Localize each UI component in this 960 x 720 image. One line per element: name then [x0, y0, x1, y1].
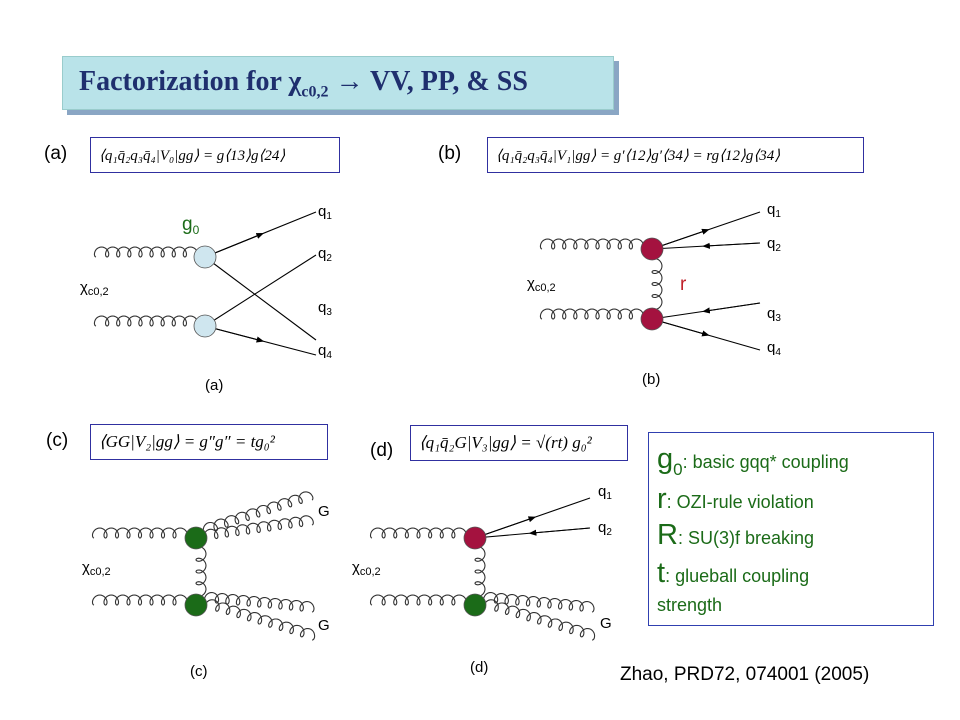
gluon-c-in-top: [91, 527, 189, 539]
r-label: r: [680, 274, 687, 295]
panel-label-c: (c): [46, 430, 69, 451]
g0-label: g0: [182, 214, 200, 237]
q1-label-a: q1: [318, 203, 332, 222]
gluon-b-top: [539, 238, 645, 250]
gluon-d-out-2: [483, 599, 596, 641]
quark-a-q1: [204, 211, 317, 258]
caption-b: (b): [642, 371, 660, 388]
equation-d: ⟨q₁q̄₂G|V₃|gg⟩ = √(rt) g₀²: [410, 425, 628, 461]
legend-item-g0: g0: basic gqq* coupling: [657, 443, 849, 479]
gluon-d-in-top: [369, 527, 468, 539]
vertex-t-bottom: [184, 593, 208, 617]
q2-label-a: q2: [318, 245, 332, 264]
q2-label-b: q2: [767, 235, 781, 254]
vertex-g0-top: [193, 245, 217, 269]
gluon-c-out-bottom-1: [204, 591, 315, 613]
G-label-d: G: [600, 615, 612, 632]
quark-d-q2: [474, 527, 591, 539]
legend-item-strength: strength: [657, 595, 723, 615]
G-label-c2: G: [318, 617, 330, 634]
q2-label-d: q2: [598, 519, 612, 538]
equation-b: ⟨q₁q̄₂q₃q̄₄|V₁|gg⟩ = g′⟨12⟩g′⟨34⟩ = rg⟨1…: [487, 137, 864, 173]
q1-label-d: q1: [598, 483, 612, 502]
vertex-t-top: [184, 526, 208, 550]
quark-b-q3: [651, 302, 761, 320]
caption-c: (c): [190, 663, 208, 680]
panel-label-a: (a): [44, 143, 68, 164]
caption-a: (a): [205, 377, 223, 394]
quark-b-q2: [651, 242, 761, 250]
gluon-b-vertical: [651, 257, 663, 311]
legend-box: g0: basic gqq* coupling r: OZI-rule viol…: [648, 432, 934, 626]
quark-a-q2-cross: [204, 254, 317, 327]
gluon-c-out-top-1: [202, 491, 314, 535]
gluon-a-top: [93, 246, 199, 258]
q1-label-b: q1: [767, 201, 781, 220]
gluon-d-in-bottom: [369, 594, 468, 606]
gluon-d-vertical: [474, 545, 486, 598]
vertex-r-d: [463, 526, 487, 550]
panel-label-d: (d): [370, 440, 394, 461]
quark-b-q1: [651, 211, 761, 250]
legend-item-r: r: OZI-rule violation: [657, 483, 814, 515]
quark-d-q1: [474, 497, 591, 539]
gluon-c-out-bottom-2: [204, 599, 316, 641]
legend-item-t: t: glueball coupling: [657, 557, 810, 589]
vertex-t-d: [463, 593, 487, 617]
citation: Zhao, PRD72, 074001 (2005): [620, 664, 870, 685]
chi-label-c: χc0,2: [82, 559, 111, 578]
gluon-c-vertical: [195, 545, 207, 598]
slide-title: Factorization for χc0,2 → VV, PP, & SS: [79, 66, 528, 101]
vertex-g0-bottom: [193, 314, 217, 338]
equation-a: ⟨q₁q̄₂q₃q̄₄|V₀|gg⟩ = g⟨13⟩g⟨24⟩: [90, 137, 340, 173]
quark-a-q4-cross: [204, 256, 317, 341]
chi-label-b: χc0,2: [527, 275, 556, 294]
panel-label-b: (b): [438, 143, 462, 164]
caption-d: (d): [470, 659, 488, 676]
title-banner: Factorization for χc0,2 → VV, PP, & SS: [62, 56, 614, 110]
vertex-r-top: [640, 237, 664, 261]
gluon-d-out-1: [483, 591, 595, 613]
chi-label-a: χc0,2: [80, 279, 109, 298]
gluon-b-bottom: [539, 308, 645, 320]
legend-item-R: R: SU(3)f breaking: [657, 519, 815, 551]
gluon-c-in-bottom: [91, 594, 189, 606]
q4-label-b: q4: [767, 339, 781, 358]
q3-label-a: q3: [318, 299, 332, 318]
quark-a-q4: [204, 325, 317, 356]
quark-b-q4: [651, 318, 761, 351]
G-label-c1: G: [318, 503, 330, 520]
gluon-c-out-top-2: [203, 515, 314, 541]
vertex-r-bottom: [640, 307, 664, 331]
gluon-a-bottom: [93, 315, 199, 327]
chi-label-d: χc0,2: [352, 559, 381, 578]
equation-c: ⟨GG|V₂|gg⟩ = g″g″ = tg₀²: [90, 424, 328, 460]
q4-label-a: q4: [318, 342, 332, 361]
q3-label-b: q3: [767, 305, 781, 324]
